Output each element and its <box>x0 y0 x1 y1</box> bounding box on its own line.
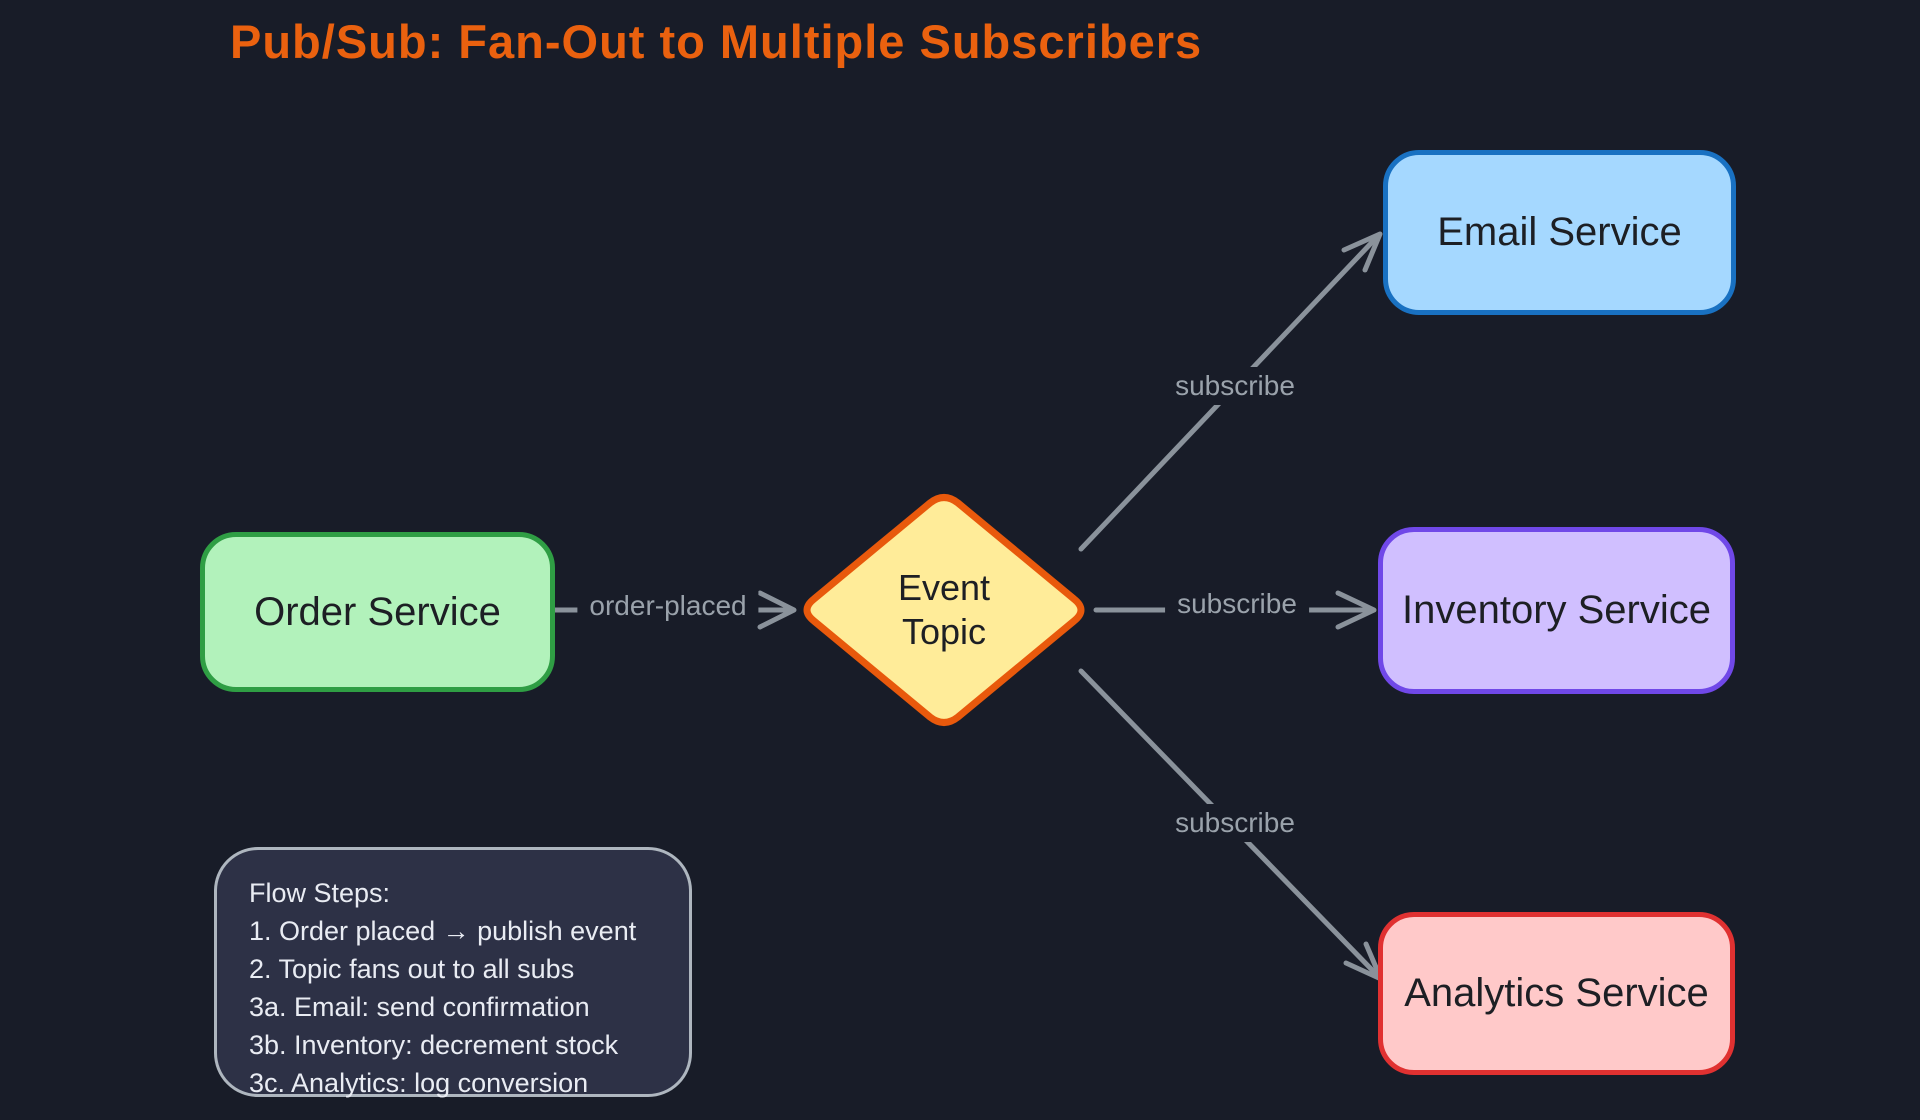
node-email-service-label: Email Service <box>1437 210 1682 254</box>
node-event-topic-label: Event Topic <box>844 566 1044 654</box>
event-topic-label-line1: Event <box>897 567 991 608</box>
edge-label-subscribe-analytics: subscribe <box>1163 804 1307 842</box>
node-inventory-service-label: Inventory Service <box>1401 588 1712 632</box>
edge-subscribe-inventory-arrowhead-icon <box>1335 590 1377 630</box>
node-order-service: Order Service <box>200 532 555 692</box>
node-analytics-service-label: Analytics Service <box>1404 971 1709 1015</box>
event-topic-diamond-shape <box>803 494 1085 726</box>
edge-label-order-placed: order-placed <box>577 587 759 625</box>
node-analytics-service: Analytics Service <box>1378 912 1735 1075</box>
note-step-3b: 3b. Inventory: decrement stock <box>249 1030 619 1060</box>
note-step-2: 2. Topic fans out to all subs <box>249 954 575 984</box>
edge-publish-arrowhead-icon <box>757 590 797 630</box>
note-step-1: 1. Order placed → publish event <box>249 916 637 946</box>
note-step-3a: 3a. Email: send confirmation <box>249 992 590 1022</box>
note-step-3c: 3c. Analytics: log conversion <box>249 1068 589 1098</box>
diagram-title: Pub/Sub: Fan-Out to Multiple Subscribers <box>230 15 1203 68</box>
node-inventory-service: Inventory Service <box>1378 527 1735 694</box>
edge-label-subscribe-inventory: subscribe <box>1165 585 1309 623</box>
node-email-service: Email Service <box>1383 150 1736 315</box>
node-order-service-label: Order Service <box>254 589 501 634</box>
flow-steps-note: Flow Steps: 1. Order placed → publish ev… <box>214 847 692 1098</box>
edge-subscribe-email-arrowhead-icon <box>1341 231 1383 273</box>
edge-label-subscribe-email: subscribe <box>1163 367 1307 405</box>
event-topic-label-line2: Topic <box>901 611 987 652</box>
note-title: Flow Steps: <box>249 878 391 908</box>
